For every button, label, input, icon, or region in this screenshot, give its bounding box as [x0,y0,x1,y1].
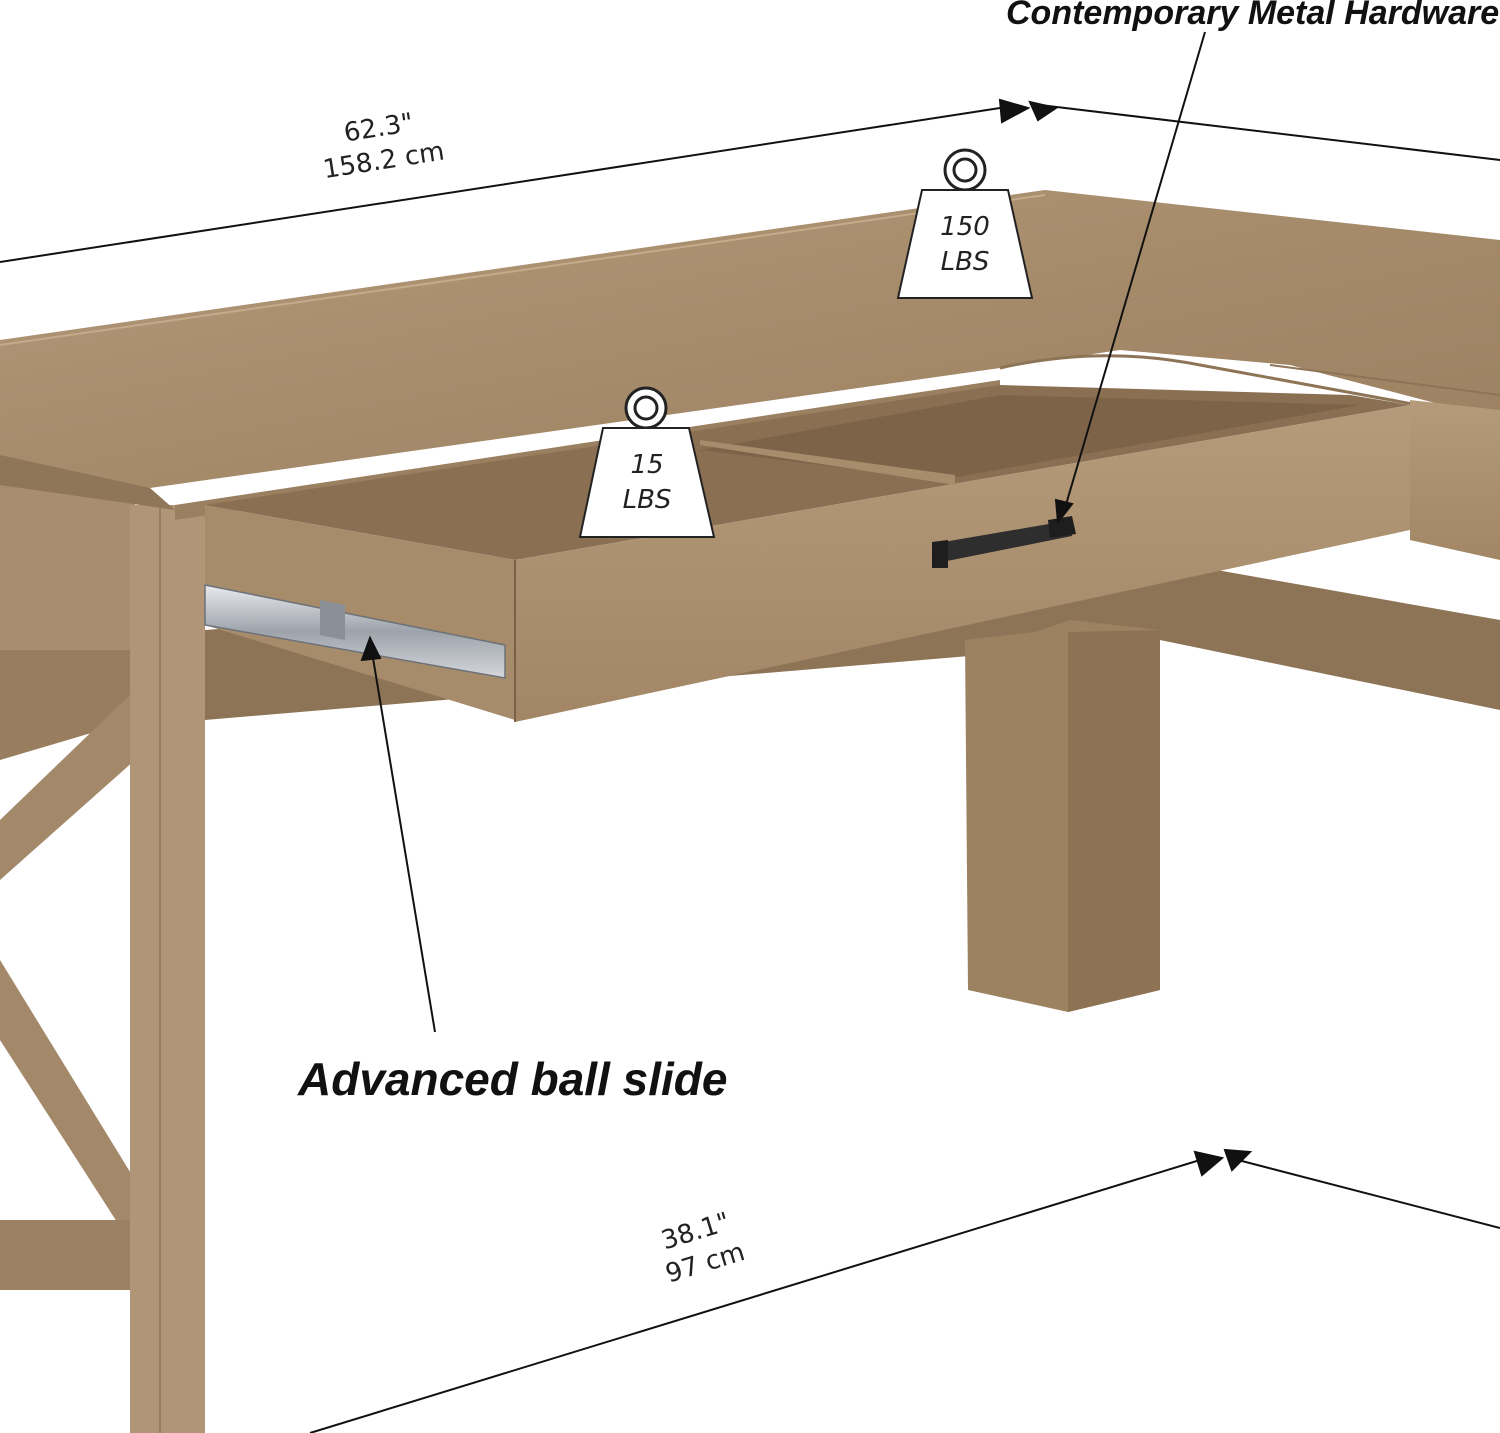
slide-leader [360,635,436,1033]
weight-150-unit: LBS [940,247,990,278]
leg [965,620,1160,1012]
drawer [205,385,1410,722]
drawer-handle-icon [932,516,1076,568]
hardware-leader [1054,31,1206,525]
weight-150-label: 150 LBS [905,210,1025,280]
weight-15-icon [578,386,716,538]
bottom-dimension-line [309,1148,1500,1433]
weight-150-value: 150 [940,212,990,242]
weight-150-icon [896,148,1034,299]
weight-15-unit: LBS [622,485,672,516]
ball-slide [204,584,506,679]
hardware-callout: Contemporary Metal Hardware [1006,0,1500,32]
top-dimension-line [0,98,1500,263]
return-front [1410,400,1500,560]
left-frame [0,480,205,1433]
slide-callout: Advanced ball slide [298,1053,728,1105]
weight-15-label: 15 LBS [587,448,707,518]
weight-15-value: 15 [630,450,664,480]
